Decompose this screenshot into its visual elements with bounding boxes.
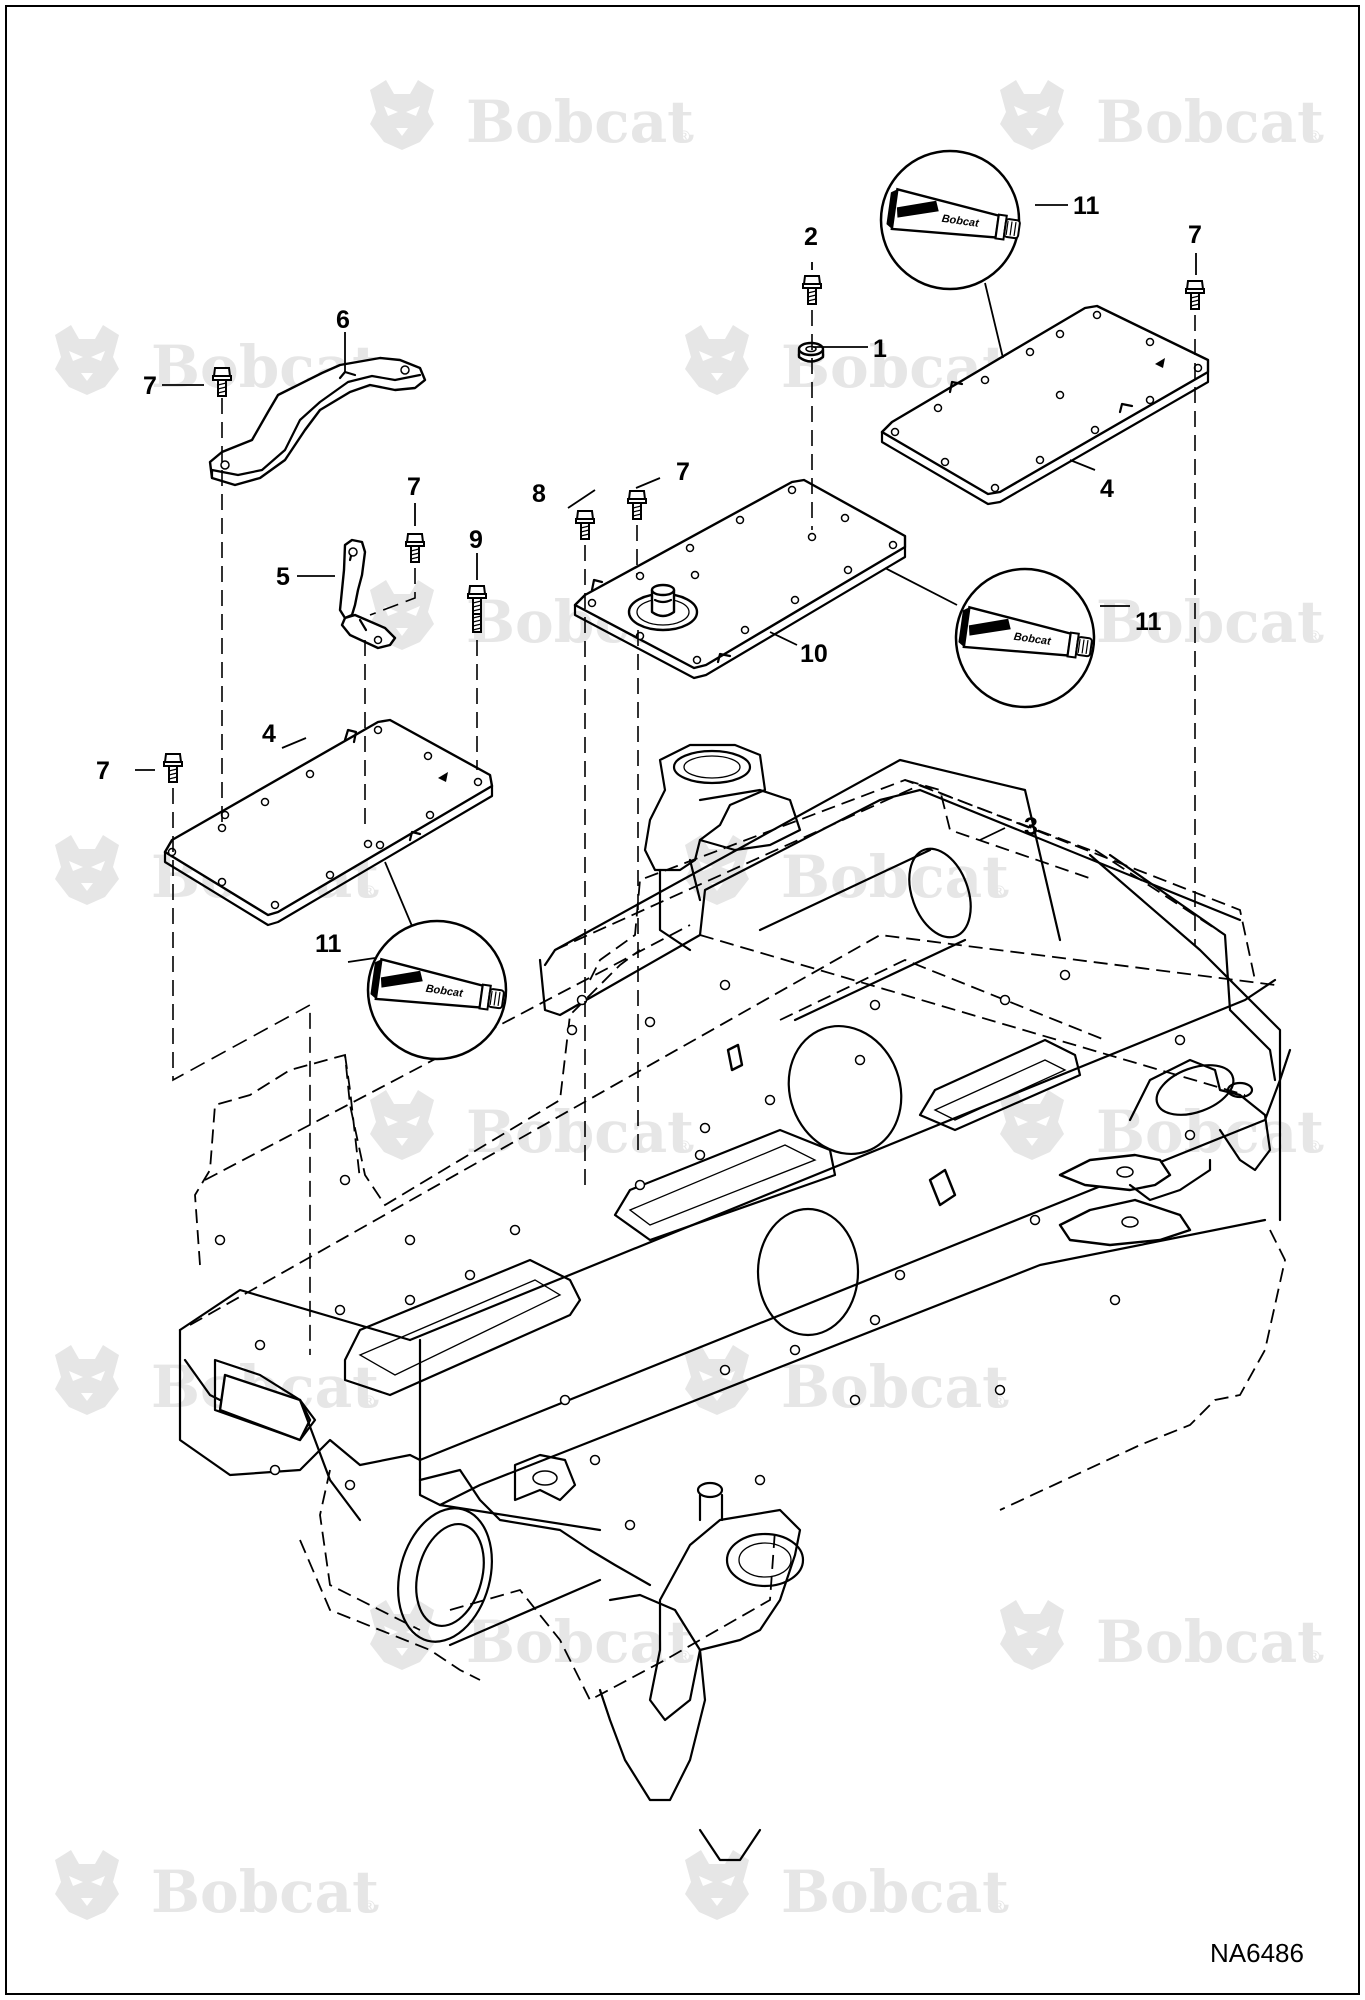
screw-7-bracket-5 [405, 533, 425, 563]
screw-7-left [163, 753, 183, 783]
callout-9: 9 [469, 526, 483, 554]
svg-text:®: ® [676, 1647, 692, 1666]
callout-4-left: 4 [262, 720, 276, 748]
callout-11-left: 11 [315, 930, 342, 958]
frame-holes [214, 969, 1196, 1531]
watermark: Bobcat® [1000, 1600, 1324, 1676]
svg-text:Bobcat: Bobcat [941, 213, 981, 230]
callout-11-right: 11 [1135, 608, 1162, 636]
watermark: Bobcat® [370, 1090, 694, 1166]
callout-5: 5 [276, 563, 290, 591]
svg-text:®: ® [1306, 1647, 1322, 1666]
svg-text:Bobcat: Bobcat [1096, 1608, 1324, 1676]
svg-text:Bobcat: Bobcat [781, 1858, 1009, 1926]
watermark: Bobcat® [685, 1850, 1009, 1926]
watermark: Bobcat® [685, 1345, 1009, 1421]
callout-7-bracket-5: 7 [407, 473, 421, 501]
grommet-1 [797, 341, 825, 363]
callout-2: 2 [804, 223, 818, 251]
svg-text:Bobcat: Bobcat [781, 843, 1009, 911]
svg-text:®: ® [361, 882, 377, 901]
svg-text:Bobcat: Bobcat [466, 88, 694, 156]
grease-callout-right: Bobcat [884, 567, 1096, 709]
cover-plate-center [573, 478, 907, 680]
svg-text:®: ® [1306, 627, 1322, 646]
cover-plate-left [163, 718, 494, 927]
screw-7-top-right [1185, 280, 1205, 310]
svg-text:®: ® [1306, 127, 1322, 146]
screw-9 [467, 585, 487, 633]
callout-7-center: 7 [676, 458, 690, 486]
svg-text:Bobcat: Bobcat [781, 1353, 1009, 1421]
callout-8: 8 [532, 480, 546, 508]
svg-text:®: ® [676, 127, 692, 146]
callouts: 1 2 3 4 4 5 6 7 7 7 7 7 8 9 10 11 11 11 [96, 192, 1202, 958]
bracket-6 [208, 356, 427, 487]
drawing-id: NA6486 [1210, 1938, 1304, 1968]
drawing-border [5, 5, 1360, 1995]
main-frame [178, 743, 1292, 1862]
svg-text:®: ® [991, 1897, 1007, 1916]
svg-text:®: ® [676, 1137, 692, 1156]
leader-lines [135, 204, 1197, 963]
svg-text:®: ® [361, 1897, 377, 1916]
grease-callout-top: Bobcat [879, 149, 1024, 359]
screw-7-center [627, 490, 647, 520]
watermark: Bobcat® [1000, 1090, 1324, 1166]
svg-text:®: ® [1306, 1137, 1322, 1156]
svg-text:®: ® [991, 1392, 1007, 1411]
grease-callout-left: Bobcat [366, 861, 508, 1061]
svg-text:Bobcat: Bobcat [1096, 588, 1324, 656]
screw-8 [575, 510, 595, 540]
callout-7-left: 7 [96, 757, 110, 785]
assembly-lines [172, 310, 1196, 1355]
watermark: Bobcat® [1000, 80, 1324, 156]
callout-6: 6 [336, 306, 350, 334]
svg-text:Bobcat: Bobcat [1096, 88, 1324, 156]
callout-7-right: 7 [1188, 221, 1202, 249]
callout-4-right: 4 [1100, 475, 1114, 503]
bracket-5 [338, 538, 397, 650]
svg-text:Bobcat: Bobcat [466, 1098, 694, 1166]
callout-7-bracket: 7 [143, 372, 157, 400]
svg-text:®: ® [991, 882, 1007, 901]
cover-plate-right [880, 304, 1210, 506]
watermark: Bobcat® [55, 1850, 379, 1926]
svg-text:Bobcat: Bobcat [151, 1858, 379, 1926]
callout-11-top: 11 [1073, 192, 1100, 220]
svg-text:Bobcat: Bobcat [425, 983, 465, 1000]
svg-text:®: ® [361, 1392, 377, 1411]
watermark: Bobcat® [1000, 580, 1324, 656]
callout-3: 3 [1024, 813, 1038, 841]
callout-1: 1 [873, 335, 887, 363]
screw-2 [802, 275, 822, 305]
watermark: Bobcat® [370, 80, 694, 156]
svg-text:Bobcat: Bobcat [1013, 631, 1053, 648]
callout-10: 10 [800, 640, 828, 668]
